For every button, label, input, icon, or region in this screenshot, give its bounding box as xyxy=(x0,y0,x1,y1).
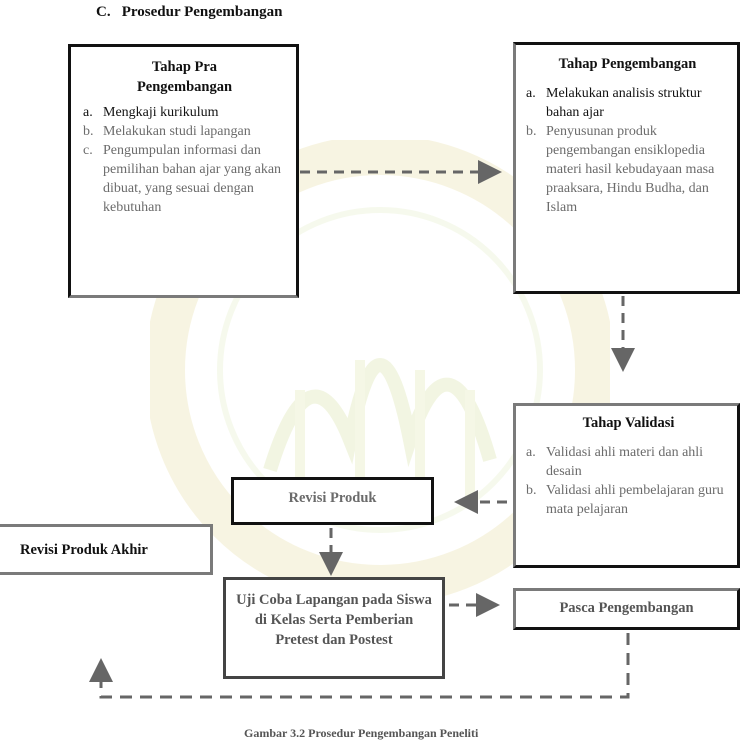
stage-items: a.Mengkaji kurikulum b.Melakukan studi l… xyxy=(83,103,286,217)
stage-pengembangan: Tahap Pengembangan a.Melakukan analisis … xyxy=(513,42,740,294)
arrow-pasca-to-revisi-akhir xyxy=(89,633,630,699)
section-number: C. xyxy=(96,4,111,20)
section-title: Prosedur Pengembangan xyxy=(121,4,283,20)
stage-revisi-produk-akhir: Revisi Produk Akhir xyxy=(0,524,213,575)
list-item: c.Pengumpulan informasi dan pemilihan ba… xyxy=(83,143,282,215)
stage-revisi-produk: Revisi Produk xyxy=(231,477,434,525)
stage-items: a.Validasi ahli materi dan ahli desain b… xyxy=(526,443,731,519)
list-item: b.Validasi ahli pembelajaran guru mata p… xyxy=(526,483,724,517)
stage-validasi: Tahap Validasi a.Validasi ahli materi da… xyxy=(513,403,740,568)
figure-caption: Gambar 3.2 Prosedur Pengembangan Penelit… xyxy=(244,726,479,740)
list-item: b.Penyusunan produk pengembangan ensiklo… xyxy=(526,124,715,215)
list-item: a.Melakukan analisis struktur bahan ajar xyxy=(526,86,702,120)
list-item: b.Melakukan studi lapangan xyxy=(83,124,251,139)
section-heading: C. Prosedur Pengembangan xyxy=(96,4,282,21)
stage-title: Tahap Pengembangan xyxy=(558,56,697,72)
stage-uji-coba: Uji Coba Lapangan pada Siswa di Kelas Se… xyxy=(223,577,445,679)
stage-pasca-pengembangan: Pasca Pengembangan xyxy=(513,588,740,630)
stage-pra-pengembangan: Tahap Pra Pengembangan a.Mengkaji kuriku… xyxy=(68,44,299,298)
list-item: a.Validasi ahli materi dan ahli desain xyxy=(526,445,704,479)
stage-items: a.Melakukan analisis struktur bahan ajar… xyxy=(526,84,729,217)
stage-title: Tahap Pra Pengembangan xyxy=(136,59,233,95)
list-item: a.Mengkaji kurikulum xyxy=(83,105,219,120)
stage-title: Tahap Validasi xyxy=(582,415,675,431)
